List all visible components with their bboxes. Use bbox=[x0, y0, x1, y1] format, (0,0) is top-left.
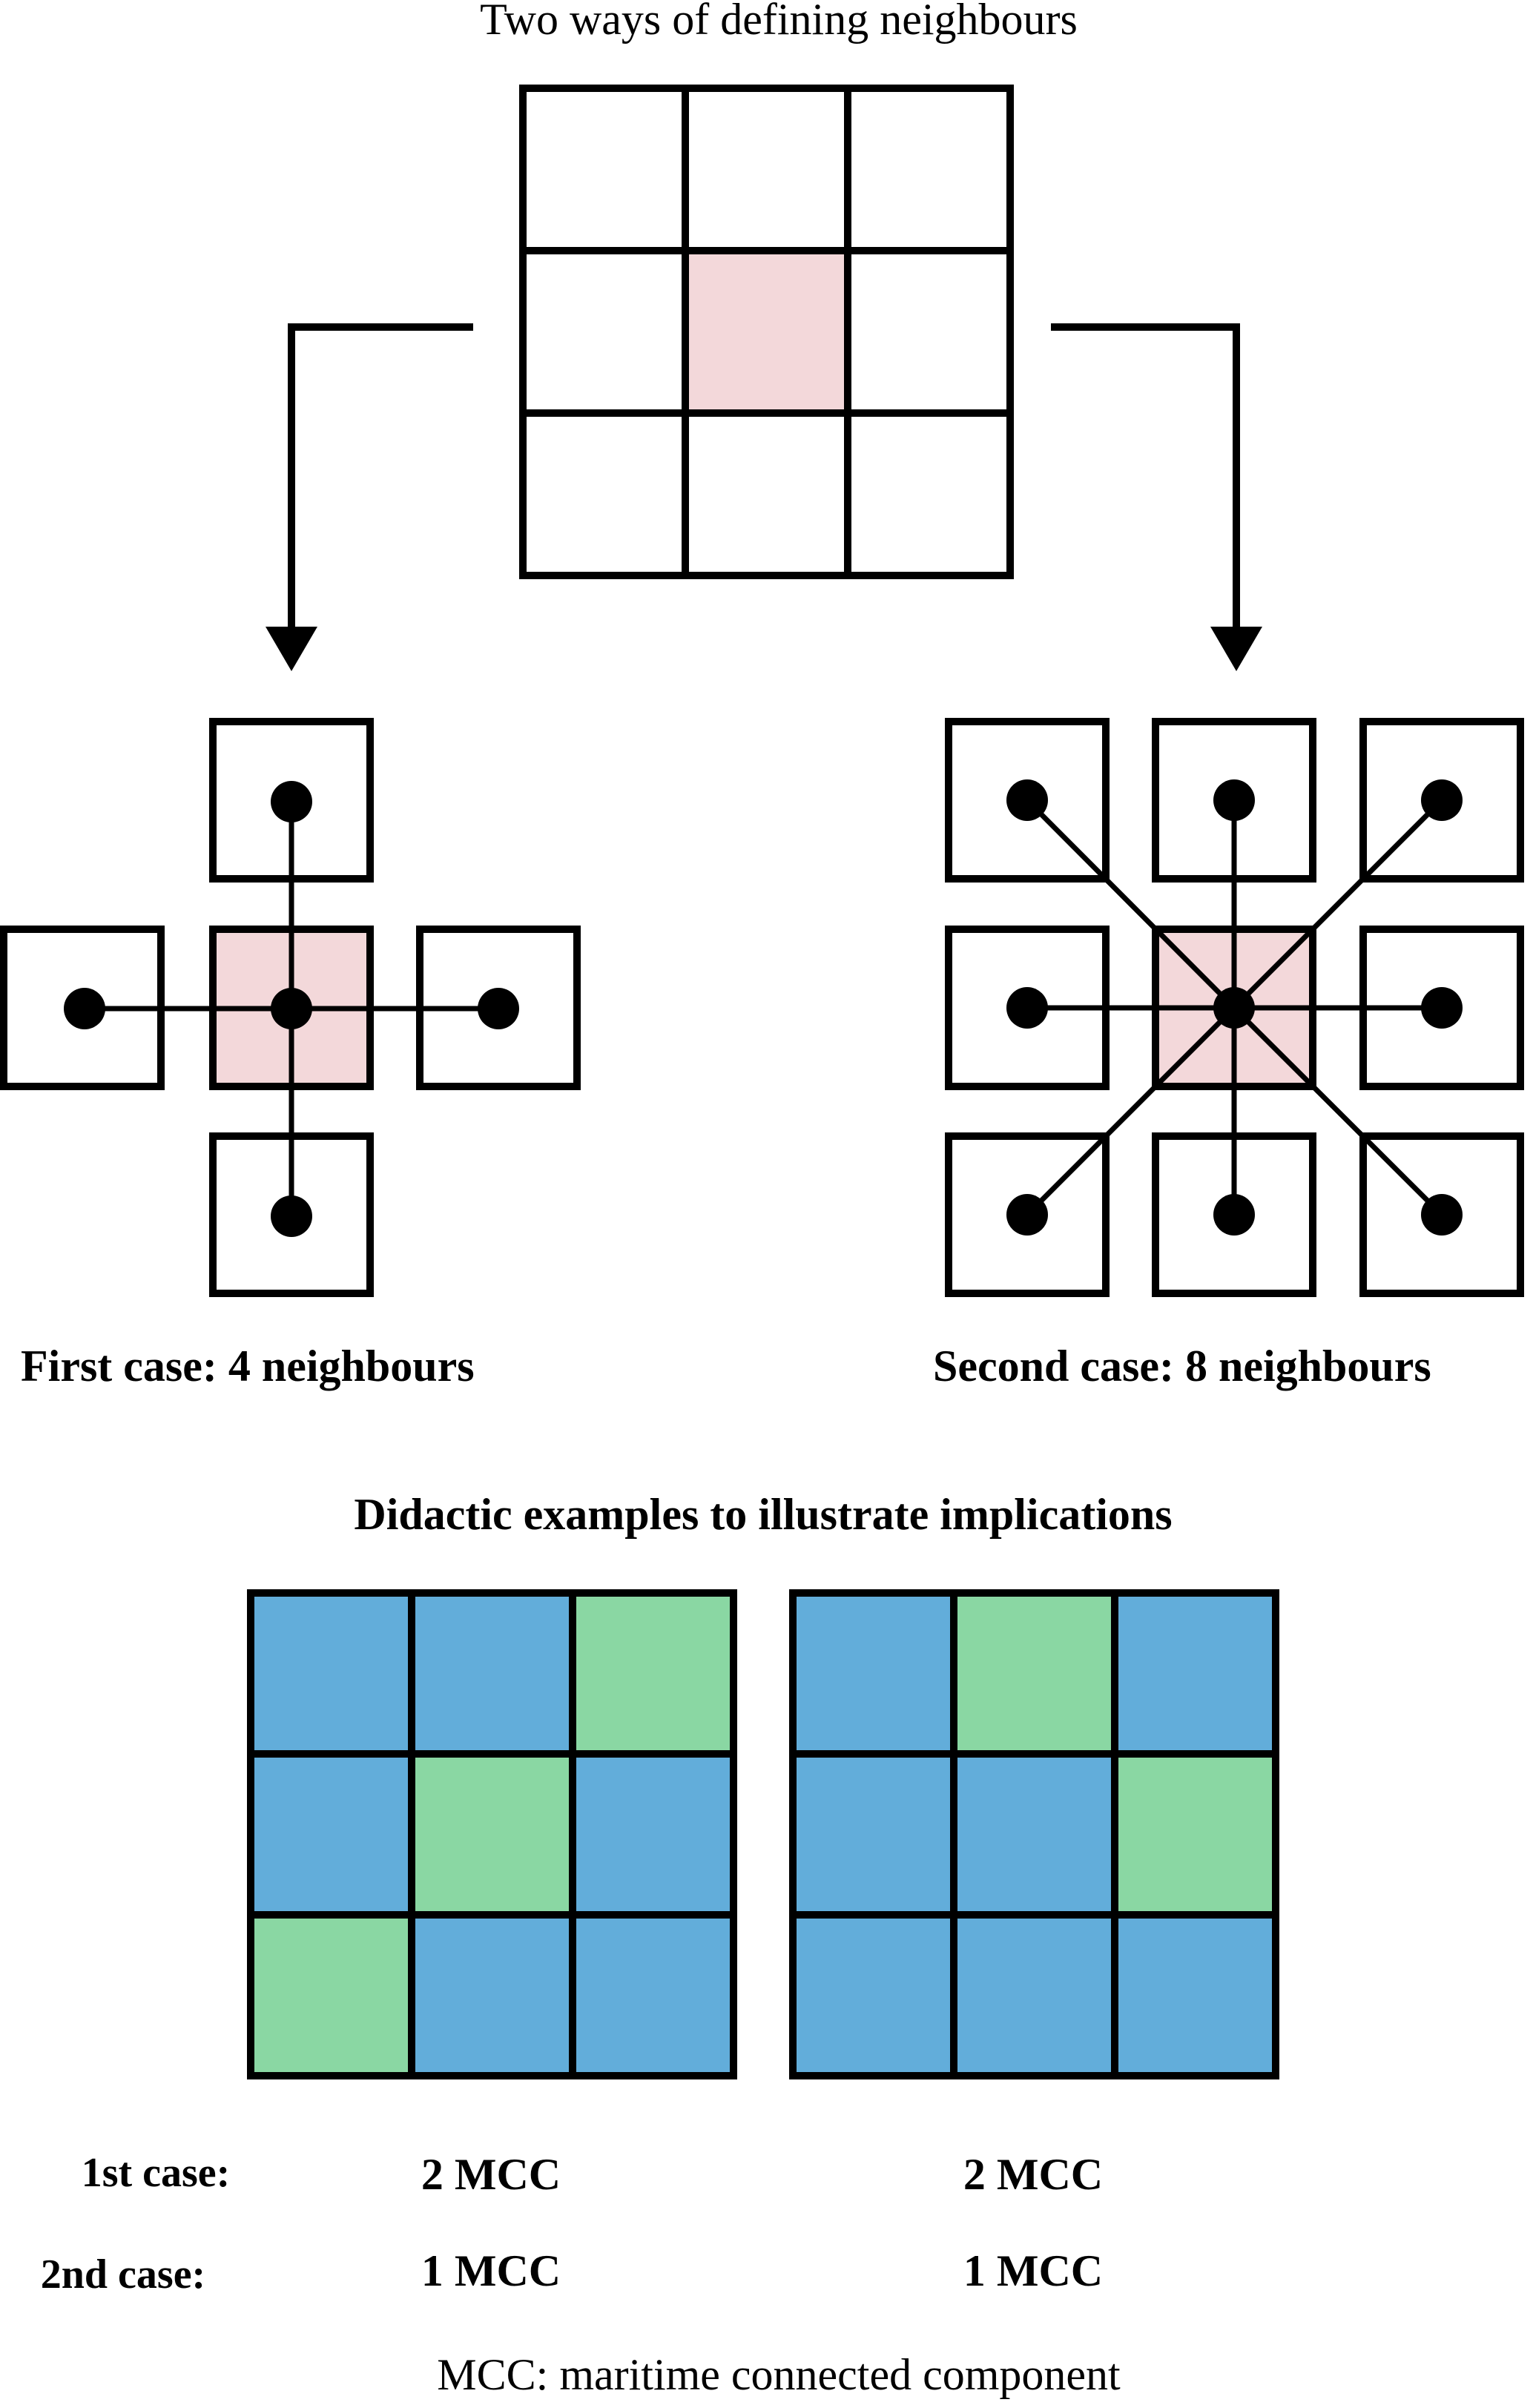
eight-neighbour-diagram bbox=[945, 718, 1524, 1297]
left-arrow bbox=[266, 323, 473, 671]
result-grid2-1st-case: 2 MCC bbox=[963, 2150, 1103, 2199]
four-neighbour-diagram bbox=[0, 718, 581, 1297]
land-cell bbox=[247, 1911, 415, 2079]
row-label-2nd-case: 2nd case: bbox=[41, 2252, 205, 2298]
water-cell bbox=[569, 1911, 737, 2079]
water-cell bbox=[789, 1589, 957, 1758]
right-arrow bbox=[1051, 323, 1262, 671]
neighbour-node bbox=[1006, 1194, 1048, 1236]
result-grid2-2nd-case: 1 MCC bbox=[963, 2246, 1103, 2295]
neighbour-node bbox=[1006, 779, 1048, 821]
center-node bbox=[1213, 987, 1255, 1029]
examples-title: Didactic examples to illustrate implicat… bbox=[354, 1490, 1172, 1539]
footnote: MCC: maritime connected component bbox=[437, 2350, 1121, 2399]
grid-cell bbox=[519, 247, 689, 417]
land-cell bbox=[1111, 1750, 1279, 1919]
connection-line bbox=[1025, 798, 1236, 1010]
neighbour-node bbox=[1421, 987, 1463, 1029]
neighbour-node bbox=[271, 781, 312, 822]
water-cell bbox=[569, 1750, 737, 1919]
example-grid-2 bbox=[789, 1589, 1279, 2079]
center-node bbox=[271, 988, 312, 1029]
connection-line bbox=[1025, 1006, 1236, 1217]
neighbour-node bbox=[1421, 1194, 1463, 1236]
connection-line bbox=[1232, 1006, 1444, 1217]
row-label-1st-case: 1st case: bbox=[82, 2150, 231, 2196]
second-case-label: Second case: 8 neighbours bbox=[933, 1342, 1431, 1391]
neighbour-node bbox=[64, 988, 105, 1029]
top-grid bbox=[519, 85, 1014, 579]
connection-line bbox=[1232, 798, 1444, 1010]
grid-cell bbox=[519, 409, 689, 579]
water-cell bbox=[789, 1911, 957, 2079]
grid-cell bbox=[682, 85, 851, 254]
water-cell bbox=[789, 1750, 957, 1919]
grid-cell bbox=[844, 409, 1014, 579]
water-cell bbox=[950, 1911, 1118, 2079]
diagram-title: Two ways of defining neighbours bbox=[480, 0, 1078, 44]
land-cell bbox=[950, 1589, 1118, 1758]
result-grid1-1st-case: 2 MCC bbox=[421, 2150, 561, 2199]
grid-cell bbox=[844, 85, 1014, 254]
water-cell bbox=[408, 1589, 576, 1758]
water-cell bbox=[1111, 1589, 1279, 1758]
grid-cell bbox=[682, 409, 851, 579]
water-cell bbox=[408, 1911, 576, 2079]
first-case-label: First case: 4 neighbours bbox=[21, 1342, 475, 1391]
neighbour-node bbox=[1421, 779, 1463, 821]
neighbour-node bbox=[271, 1195, 312, 1237]
neighbour-node bbox=[1006, 987, 1048, 1029]
result-grid1-2nd-case: 1 MCC bbox=[421, 2246, 561, 2295]
neighbour-node bbox=[478, 988, 519, 1029]
grid-cell bbox=[844, 247, 1014, 417]
water-cell bbox=[950, 1750, 1118, 1919]
water-cell bbox=[247, 1589, 415, 1758]
neighbour-node bbox=[1213, 779, 1255, 821]
land-cell bbox=[569, 1589, 737, 1758]
neighbour-node bbox=[1213, 1194, 1255, 1236]
example-grid-1 bbox=[247, 1589, 737, 2079]
water-cell bbox=[1111, 1911, 1279, 2079]
water-cell bbox=[247, 1750, 415, 1919]
grid-cell bbox=[519, 85, 689, 254]
center-cell bbox=[682, 247, 851, 417]
land-cell bbox=[408, 1750, 576, 1919]
